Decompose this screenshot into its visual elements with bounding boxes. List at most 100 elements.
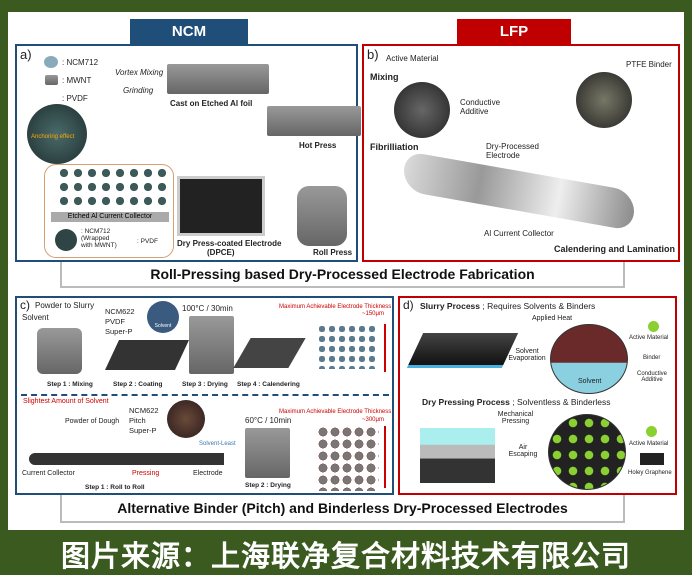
wrapped-label: : NCM712 (Wrapped with MWNT) [81,228,117,249]
figure: NCM LFP a) : NCM712 : MWNT : PVDF Vortex… [8,12,684,530]
mat: PVDF [105,317,126,326]
wrapped-ncm-icon [55,229,77,251]
solvent-label: Solvent [22,313,49,322]
banner-alternative-binder: Alternative Binder (Pitch) and Binderles… [60,495,625,523]
active-material-icon [648,321,659,332]
panel-label: a) [20,47,32,62]
ptfe-circle [576,72,632,128]
dough-bubble [167,400,205,438]
active-material-label-2: Active Material [629,441,669,447]
cast-label: Cast on Etched Al foil [170,99,253,108]
pitch-electrode [317,426,379,491]
electrode-label: Electrode [193,470,223,477]
panel-label: c) [20,298,30,312]
slightest-solvent: Slightest Amount of Solvent [23,398,109,405]
slurry-circle [550,324,628,394]
hot-press-illustration [267,106,361,136]
dry-electrode-label: Dry-Processed Electrode [486,142,539,160]
mixer-illustration [37,328,82,374]
legend-mwnt: : MWNT [62,76,92,85]
tab-lfp: LFP [457,19,571,45]
dpce-photo [177,176,265,236]
particles [57,166,169,211]
slurry-coating-illustration [406,333,519,368]
air-escaping: Air Escaping [508,444,538,458]
panel-label: d) [403,298,414,312]
step-drying-2: Step 2 : Drying [245,482,291,489]
dpce-label: Dry Press-coated Electrode [177,239,282,248]
solvent-evaporation: Solvent Evaporation [508,348,546,362]
oven-1 [189,316,234,374]
max-thickness-1: Maximum Achievable Electrode Thickness [279,304,392,310]
rollers-illustration [404,150,634,232]
solvent-label: Solvent [578,378,602,385]
step-coating: Step 2 : Coating [113,381,163,388]
pressing-label: Pressing [132,470,160,477]
vortex-mixing: Vortex Mixing [115,68,164,77]
roll-press-label: Roll Press [313,248,353,257]
drying-condition-2: 60°C / 10min [245,416,292,425]
step-roll-to-roll: Step 1 : Roll to Roll [85,484,145,491]
detail-box [44,164,174,258]
mat: Super-P [129,426,157,435]
powder-to-slurry: Powder to Slurry [35,301,95,310]
panel-d: d) Slurry Process ; Requires Solvents & … [398,296,677,495]
roll-to-roll-illustration [29,453,224,465]
solvent-bubble: Solvent [147,301,179,333]
tab-ncm: NCM [130,19,248,45]
step-mixing: Step 1 : Mixing [47,381,93,388]
pvdf-label: : PVDF [137,238,158,245]
dpce-abbr: (DPCE) [207,248,235,257]
mwnt-icon [45,75,58,85]
conductive-additive-label: Conductive Additive [636,371,668,383]
calendering-illustration [233,338,306,368]
zoom-circle [27,104,87,164]
thickness-300: ~300μm [362,417,384,423]
grinding: Grinding [123,86,154,95]
dry-subtitle: ; Solventless & Binderless [512,397,611,407]
roll-press-illustration [297,186,347,246]
panel-label: b) [367,47,379,62]
active-material-icon-2 [646,426,657,437]
drying-condition-1: 100°C / 30min [182,304,233,313]
al-collector-label: Al Current Collector [484,229,554,238]
mat: NCM622 [105,307,135,316]
mixing-circle [394,82,450,138]
divider [21,394,389,396]
solvent-least: Solvent-Least [199,441,236,447]
dry-pressing-process: Dry Pressing Process [422,397,510,407]
cast-illustration [167,64,269,94]
ncm712-icon [44,56,58,68]
current-collector: Current Collector [22,470,75,477]
slurry-subtitle: ; Requires Solvents & Binders [482,301,596,311]
anchoring-label: Anchoring effect [31,134,75,140]
ptfe-label: PTFE Binder [626,60,672,69]
holey-graphene-icon [640,453,664,465]
active-material-label: Active Material [629,335,669,341]
calendering-label: Calendering and Lamination [554,244,676,254]
mat: Super-P [105,327,133,336]
step-calendering: Step 4 : Calendering [237,381,300,388]
binder-label: Binder [643,355,661,361]
source-caption: 图片来源：上海联净复合材料技术有限公司 [60,541,631,573]
holey-graphene-label: Holey Graphene [628,470,672,476]
legend-ncm712: : NCM712 [62,58,99,67]
fibrillation-label: Fibrilliation [370,142,419,152]
max-thickness-2: Maximum Achievable Electrode Thickness [279,409,392,415]
mat: Pitch [129,416,146,425]
thickness-150: ~150μm [362,311,384,317]
banner-roll-pressing: Roll-Pressing based Dry-Processed Electr… [60,262,625,288]
dry-circle [548,414,626,490]
thickness-arrow-1 [384,324,386,372]
oven-2 [245,428,290,478]
mechanical-pressing: Mechanical Pressing [497,411,534,425]
mat: NCM622 [129,406,159,415]
collector-label: Etched Al Current Collector [51,212,169,222]
panel-b: b) Active Material Mixing Conductive Add… [362,44,680,262]
step-drying: Step 3 : Drying [182,381,228,388]
mixing-label: Mixing [370,72,399,82]
coating-illustration [105,340,189,370]
